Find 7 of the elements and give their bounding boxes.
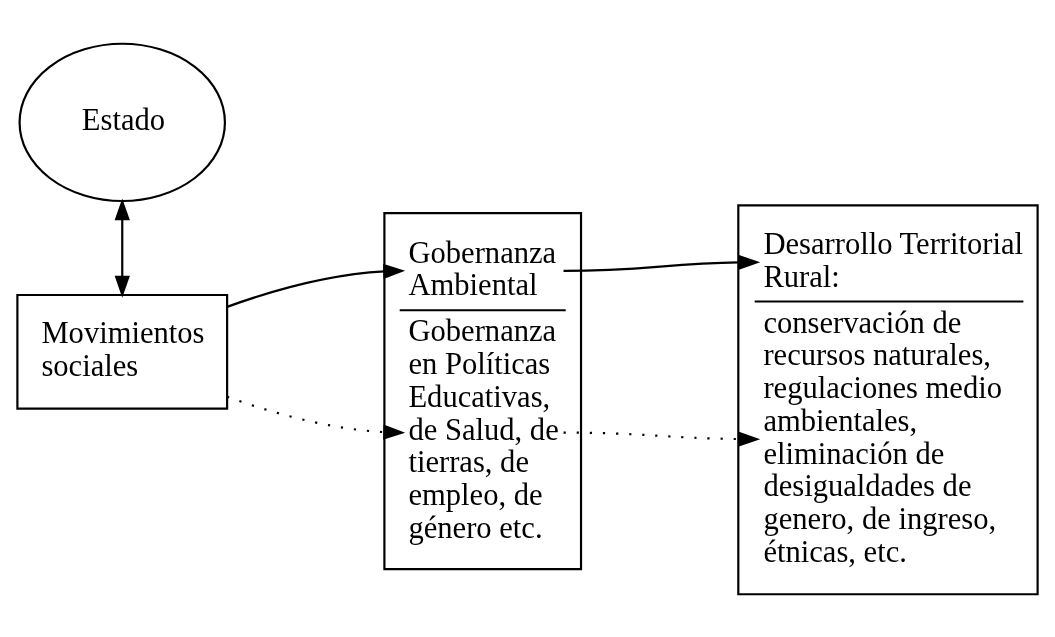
arrow [563, 254, 761, 272]
arrow [226, 263, 406, 308]
arrow [114, 197, 130, 298]
arrow [226, 395, 406, 440]
node-ellipse: Estado [18, 42, 226, 202]
arrow [563, 430, 761, 447]
node-box: Movimientos sociales [16, 293, 229, 410]
